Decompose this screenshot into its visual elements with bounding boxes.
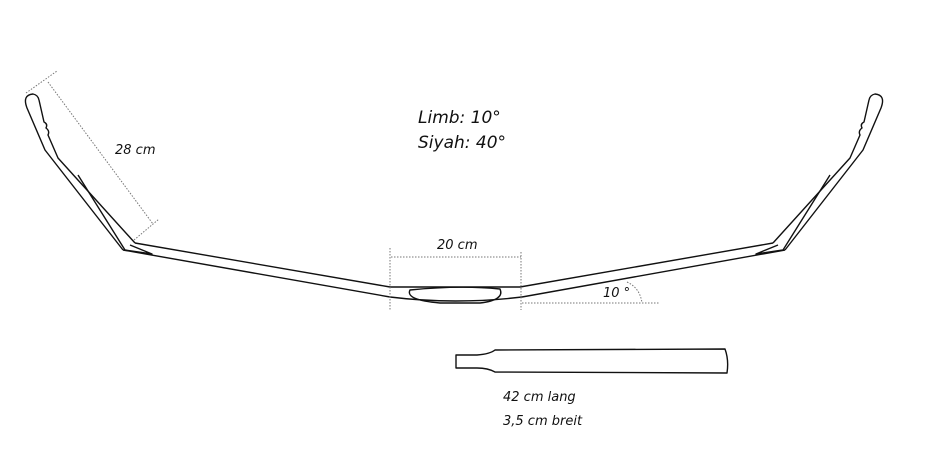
limb-angle-dim-label: 10 ° bbox=[603, 286, 631, 301]
right-limb-lower bbox=[521, 249, 786, 298]
left-limb-lower bbox=[122, 249, 523, 302]
siyah-angle-label: Siyah: 40° bbox=[418, 133, 507, 153]
right-limb bbox=[519, 242, 774, 288]
right-siyah bbox=[772, 93, 884, 251]
siyah-length-label: 28 cm bbox=[115, 143, 156, 158]
angle-arc bbox=[626, 281, 643, 304]
siyah-ext-bottom bbox=[133, 218, 160, 241]
stave-piece bbox=[455, 348, 729, 374]
stave-width-label: 3,5 cm breit bbox=[503, 414, 583, 429]
limb-angle-label: Limb: 10° bbox=[418, 108, 501, 128]
right-siyah-joint bbox=[755, 174, 831, 255]
siyah-dim-line bbox=[47, 81, 154, 225]
siyah-ext-top bbox=[25, 70, 58, 94]
left-siyah bbox=[24, 93, 136, 251]
left-siyah-joint bbox=[77, 174, 153, 255]
stave-length-label: 42 cm lang bbox=[503, 390, 576, 405]
grip bbox=[408, 286, 502, 304]
grip-length-label: 20 cm bbox=[437, 238, 478, 253]
